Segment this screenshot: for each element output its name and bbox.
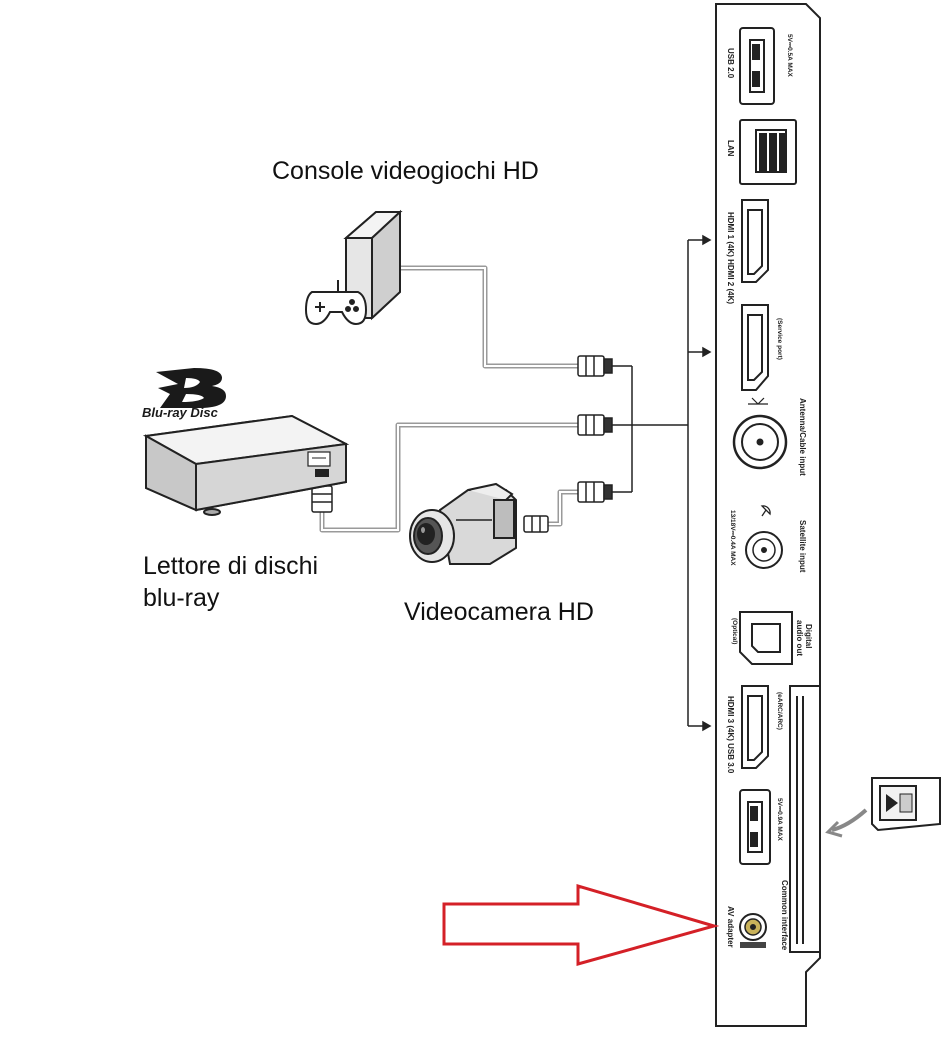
bluray-label-line-2: blu-ray <box>143 584 220 612</box>
gamepad-icon <box>304 280 368 326</box>
bluray-label-line-1: Lettore di dischi <box>143 552 319 580</box>
hdmi-plug-bluray <box>577 414 613 436</box>
satellite-label: Satellite input <box>798 520 807 573</box>
antenna-symbol-icon <box>748 397 768 405</box>
antenna-port <box>732 414 788 470</box>
usb3-port <box>739 789 771 865</box>
hdmi-plug-console <box>577 355 613 377</box>
av-adapter-port <box>739 913 767 948</box>
card-insert-arrow-icon <box>825 808 868 838</box>
lan-port <box>739 119 797 185</box>
hdmi-plug-bluray-source <box>311 485 333 513</box>
hdmi-row-label: HDMI 1 (4K) HDMI 2 (4K) <box>726 212 735 304</box>
optical-port <box>739 611 793 665</box>
bluray-logo: Blu-ray Disc <box>142 368 226 420</box>
antenna-label: Antenna/Cable input <box>798 398 807 476</box>
usb2-spec-label: 5V⎓0.5A MAX <box>786 34 793 78</box>
bluray-logo-text: Blu-ray Disc <box>142 405 219 420</box>
hdmi3-row-label: HDMI 3 (4K) USB 3.0 <box>726 696 735 774</box>
satellite-port <box>745 531 783 569</box>
common-interface-slot <box>789 685 821 953</box>
usb3-spec-label: 5V⎓0.9A MAX <box>776 798 783 842</box>
camcorder-label: Videocamera HD <box>404 598 594 626</box>
highlight-arrow-icon <box>442 883 720 966</box>
ci-card <box>871 777 941 832</box>
hdmi3-port <box>741 685 769 769</box>
hdmi-bracket <box>612 234 712 732</box>
usb2-label: USB 2.0 <box>726 48 735 79</box>
hdmi1-port <box>741 199 769 283</box>
usb2-port <box>739 27 775 105</box>
av-adapter-label: AV adapter <box>726 906 735 948</box>
game-console-icon <box>343 209 403 321</box>
satellite-dish-icon <box>760 505 771 517</box>
optical-label: (Optical) <box>731 618 738 644</box>
digital-audio-label-1: Digital <box>804 624 813 648</box>
satellite-spec-label: 13/18V⎓0.4A MAX <box>729 510 736 566</box>
bluray-player-icon <box>142 414 350 516</box>
lan-label: LAN <box>726 140 735 157</box>
console-label: Console videogiochi HD <box>272 157 539 185</box>
service-port-label: (Service port) <box>776 318 783 360</box>
hdmi2-port <box>741 304 769 391</box>
common-interface-label: Common interface <box>780 880 789 951</box>
camcorder-icon <box>409 482 517 565</box>
hdmi-plug-camcorder <box>577 481 613 503</box>
tv-back-panel <box>715 3 821 1027</box>
hdmi-plug-camcorder-source <box>523 515 549 533</box>
earc-label: (eARC/ARC) <box>776 692 783 730</box>
digital-audio-label-2: audio out <box>795 620 804 656</box>
